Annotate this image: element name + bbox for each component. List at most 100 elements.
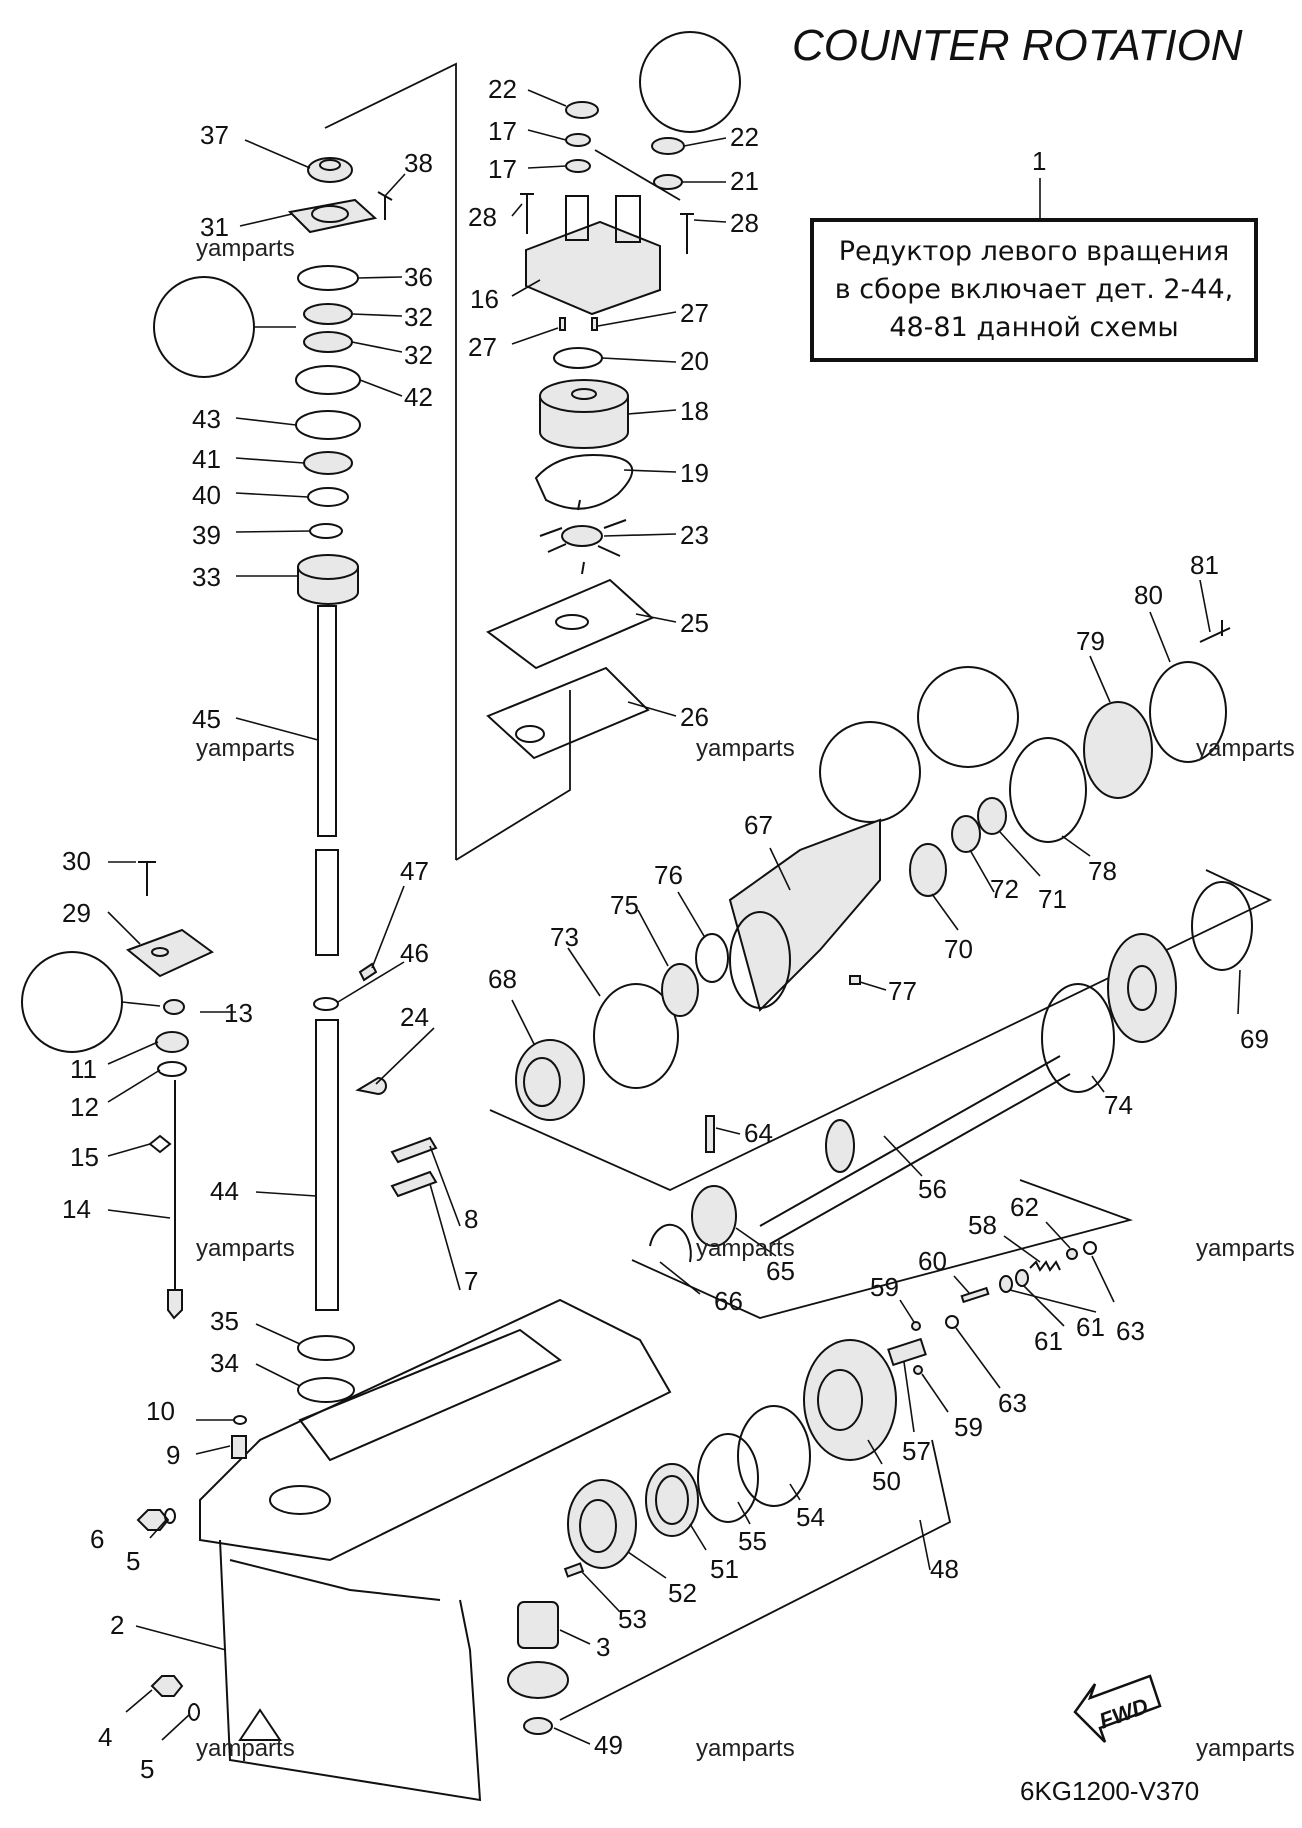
label-20: 20 — [680, 346, 709, 376]
label-19: 19 — [680, 458, 709, 488]
label-34: 34 — [210, 1348, 239, 1378]
part-13-washer — [163, 999, 185, 1015]
label-43: 43 — [192, 404, 221, 434]
part-5-washer-a — [164, 1508, 176, 1524]
part-38-bolt — [377, 191, 393, 220]
watermark-7: yamparts — [1196, 1235, 1295, 1262]
drawing-code: 6KG1200-V370 — [1020, 1776, 1199, 1806]
part-78-shim — [1009, 737, 1087, 843]
part-59-pin-a — [911, 1321, 921, 1331]
label-37: 37 — [200, 120, 229, 150]
part-reverse-gear — [1107, 933, 1177, 1043]
detail-callout-seal-left — [21, 951, 161, 1053]
part-66-spring-clip — [649, 1223, 692, 1263]
label-79: 79 — [1076, 626, 1105, 656]
watermark-4: yamparts — [1196, 735, 1295, 762]
label-10: 10 — [146, 1396, 175, 1426]
label-68: 68 — [488, 964, 517, 994]
label-11: 11 — [70, 1054, 97, 1084]
part-2-lower-case — [199, 1298, 672, 1802]
part-32-seals — [303, 303, 353, 353]
callout-labels: 37 38 31 36 32 32 42 43 41 40 39 33 45 3… — [62, 74, 1269, 1784]
label-15: 15 — [70, 1142, 99, 1172]
part-17-seal-a — [565, 133, 591, 147]
label-35: 35 — [210, 1306, 239, 1336]
label-30: 30 — [62, 846, 91, 876]
part-70-bearing — [909, 843, 947, 897]
watermark-6: yamparts — [696, 1235, 795, 1262]
label-42: 42 — [404, 382, 433, 412]
note-line-1: Редуктор левого вращения — [838, 236, 1230, 267]
part-28-bolt-a — [520, 193, 534, 234]
part-61-ball-a — [999, 1275, 1013, 1293]
label-75: 75 — [610, 890, 639, 920]
label-33: 33 — [192, 562, 221, 592]
part-57-shift-plunger — [887, 1337, 927, 1367]
part-36-oring — [297, 265, 359, 291]
label-51: 51 — [710, 1554, 739, 1584]
label-65: 65 — [766, 1256, 795, 1286]
label-52: 52 — [668, 1578, 697, 1608]
label-8: 8 — [464, 1204, 478, 1234]
part-39-clip — [309, 523, 343, 539]
part-24-key — [355, 1076, 387, 1096]
label-6: 6 — [90, 1524, 104, 1554]
part-21-liner — [653, 174, 683, 190]
part-34-oring — [297, 1377, 355, 1403]
label-5b: 5 — [140, 1754, 154, 1784]
part-53-pin — [563, 1562, 585, 1578]
label-12: 12 — [70, 1092, 99, 1122]
part-19-gasket — [534, 453, 634, 510]
watermark-10: yamparts — [1196, 1735, 1295, 1762]
part-52-taper-bearing — [567, 1479, 637, 1569]
part-8-anode — [390, 1136, 438, 1164]
part-14-shift-rod — [167, 1080, 183, 1320]
label-46: 46 — [400, 938, 429, 968]
part-35-oring — [297, 1335, 355, 1361]
label-13: 13 — [224, 998, 253, 1028]
label-16: 16 — [470, 284, 499, 314]
label-28a: 28 — [468, 202, 497, 232]
label-14: 14 — [62, 1194, 91, 1224]
watermark-3: yamparts — [696, 735, 795, 762]
label-5a: 5 — [126, 1546, 140, 1576]
label-62: 62 — [1010, 1192, 1039, 1222]
part-4-bolt — [150, 1675, 184, 1697]
detail-callout-bearing-72 — [819, 721, 921, 823]
part-45-driveshaft — [315, 605, 339, 956]
part-54-shim — [737, 1405, 811, 1507]
label-69: 69 — [1240, 1024, 1269, 1054]
label-61b: 61 — [1076, 1312, 1105, 1342]
label-56: 56 — [918, 1174, 947, 1204]
label-64: 64 — [744, 1118, 773, 1148]
label-67: 67 — [744, 810, 773, 840]
label-72: 72 — [990, 874, 1019, 904]
label-47: 47 — [400, 856, 429, 886]
part-58-spring — [1029, 1260, 1061, 1272]
part-46-ring — [313, 997, 339, 1011]
label-27b: 27 — [680, 298, 709, 328]
note-part-ref: 1 — [1032, 146, 1046, 176]
part-27-pins — [559, 317, 598, 331]
label-63b: 63 — [998, 1388, 1027, 1418]
label-2: 2 — [110, 1610, 124, 1640]
label-24: 24 — [400, 1002, 429, 1032]
label-50: 50 — [872, 1466, 901, 1496]
part-62-ball — [1066, 1248, 1078, 1260]
part-77-pin — [849, 975, 861, 985]
part-80-retainer — [1149, 661, 1227, 763]
label-58: 58 — [968, 1210, 997, 1240]
label-25: 25 — [680, 608, 709, 638]
part-79-ring-nut — [1083, 701, 1153, 799]
label-26: 26 — [680, 702, 709, 732]
note-line-2: в сборе включает дет. 2-44, — [834, 274, 1234, 305]
part-49-nut — [523, 1717, 553, 1735]
label-32a: 32 — [404, 302, 433, 332]
part-12-oring — [157, 1061, 187, 1077]
part-25-plate — [486, 578, 654, 670]
part-69-shim — [1191, 881, 1253, 971]
part-22-cap — [565, 101, 599, 119]
part-59-pin-b — [913, 1365, 923, 1375]
watermark-8: yamparts — [196, 1735, 295, 1762]
